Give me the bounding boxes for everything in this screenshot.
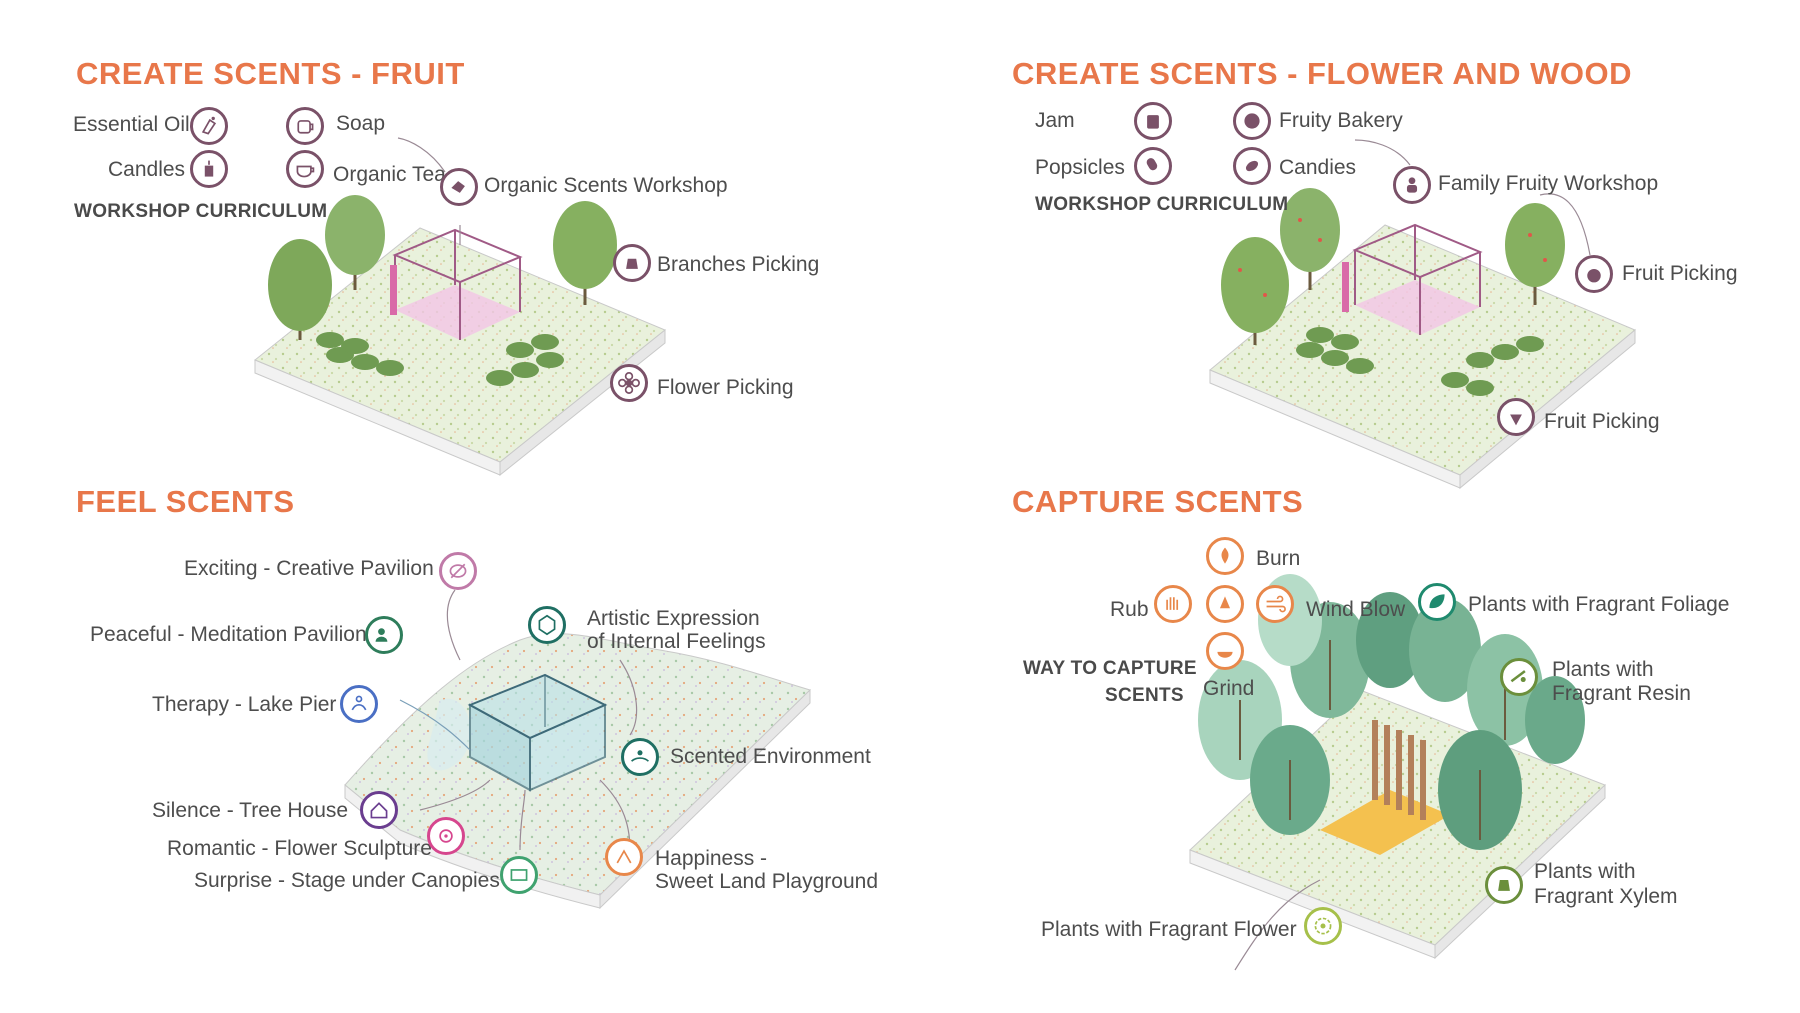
burn-icon <box>1206 537 1244 575</box>
fragrant-flower-icon <box>1304 907 1342 945</box>
q2-callout-family-fruity-workshop: Family Fruity Workshop <box>1438 172 1659 195</box>
q2-item-popsicles: Popsicles <box>1035 156 1125 179</box>
q4-method-grind: Grind <box>1203 677 1255 700</box>
q4-method-rub: Rub <box>1110 598 1149 621</box>
q2-item-fruity-bakery: Fruity Bakery <box>1279 109 1403 132</box>
rub-hands-icon <box>1154 585 1192 623</box>
q4-plant-fragrant-flower: Plants with Fragrant Flower <box>1041 918 1297 941</box>
q4-method-wind-blow: Wind Blow <box>1306 598 1406 621</box>
flower-icon <box>610 364 648 402</box>
lake-pier-icon <box>340 685 378 723</box>
strawberry-icon <box>1497 398 1535 436</box>
soap-icon <box>286 107 324 145</box>
q1-callout-organic-scents-workshop: Organic Scents Workshop <box>484 174 728 197</box>
nose-icon <box>1206 585 1244 623</box>
candle-icon <box>190 150 228 188</box>
fruit-icon <box>1575 255 1613 293</box>
q1-item-candles: Candles <box>108 158 186 181</box>
q3-label-artistic-2: of Internal Feelings <box>587 630 766 653</box>
creative-pavilion-icon <box>439 552 477 590</box>
flower-sculpture-icon <box>427 817 465 855</box>
stage-icon <box>500 856 538 894</box>
q2-item-candies: Candies <box>1279 156 1357 179</box>
q3-label-surprise: Surprise - Stage under Canopies <box>194 869 500 892</box>
q4-way-line-1: WAY TO CAPTURE <box>1023 658 1197 679</box>
scented-environment-icon <box>621 738 659 776</box>
q3-label-happiness-1: Happiness - <box>655 847 768 870</box>
tree-house-icon <box>360 791 398 829</box>
jam-jar-icon <box>1134 102 1172 140</box>
q4-method-burn: Burn <box>1256 547 1301 570</box>
q3-label-artistic-1: Artistic Expression <box>587 607 760 630</box>
q4-plant-resin-2: Fragrant Resin <box>1552 682 1691 705</box>
q1-callout-flower-picking: Flower Picking <box>657 376 794 399</box>
q3-label-therapy: Therapy - Lake Pier <box>152 693 337 716</box>
q2-subtitle: WORKSHOP CURRICULUM <box>1035 194 1289 215</box>
q1-item-essential-oil: Essential Oil <box>73 113 190 136</box>
q1-subtitle: WORKSHOP CURRICULUM <box>74 201 328 222</box>
q3-label-happiness-2: Sweet Land Playground <box>655 870 878 893</box>
q4-plant-xylem-1: Plants with <box>1534 860 1636 883</box>
playground-icon <box>605 838 643 876</box>
q4-title: CAPTURE SCENTS <box>1012 484 1304 519</box>
q2-site-illustration <box>1209 188 1636 490</box>
wind-icon <box>1256 585 1294 623</box>
q1-item-soap: Soap <box>336 112 386 135</box>
q4-plant-fragrant-foliage: Plants with Fragrant Foliage <box>1468 593 1730 616</box>
branch-stump-icon <box>613 244 651 282</box>
workshop-hand-icon <box>440 168 478 206</box>
q4-way-line-2: SCENTS <box>1105 685 1184 706</box>
grind-icon <box>1206 632 1244 670</box>
q2-callout-fruit-picking-1: Fruit Picking <box>1622 262 1738 285</box>
q1-item-organic-tea: Organic Tea <box>333 163 446 186</box>
resin-icon <box>1500 658 1538 696</box>
q3-label-scented-environment: Scented Environment <box>670 745 871 768</box>
meditation-icon <box>365 616 403 654</box>
foliage-leaf-icon <box>1418 583 1456 621</box>
q1-title: CREATE SCENTS - FRUIT <box>76 56 465 91</box>
leader-lines <box>397 137 1591 971</box>
q3-label-peaceful: Peaceful - Meditation Pavilion <box>90 623 367 646</box>
q2-item-jam: Jam <box>1035 109 1075 132</box>
q3-label-silence: Silence - Tree House <box>152 799 349 822</box>
candy-icon <box>1233 147 1271 185</box>
popsicle-icon <box>1134 147 1172 185</box>
q3-label-romantic: Romantic - Flower Sculpture <box>167 837 432 860</box>
q4-plant-resin-1: Plants with <box>1552 658 1654 681</box>
xylem-stump-icon <box>1485 866 1523 904</box>
family-icon <box>1393 166 1431 204</box>
bakery-icon <box>1233 102 1271 140</box>
tea-icon <box>286 150 324 188</box>
q3-label-exciting: Exciting - Creative Pavilion <box>184 557 434 580</box>
artistic-expression-icon <box>528 606 566 644</box>
q2-title: CREATE SCENTS - FLOWER AND WOOD <box>1012 56 1632 91</box>
q2-callout-fruit-picking-2: Fruit Picking <box>1544 410 1660 433</box>
essential-oil-icon <box>190 107 228 145</box>
q4-plant-xylem-2: Fragrant Xylem <box>1534 885 1678 908</box>
q1-callout-branches-picking: Branches Picking <box>657 253 820 276</box>
q3-title: FEEL SCENTS <box>76 484 295 519</box>
